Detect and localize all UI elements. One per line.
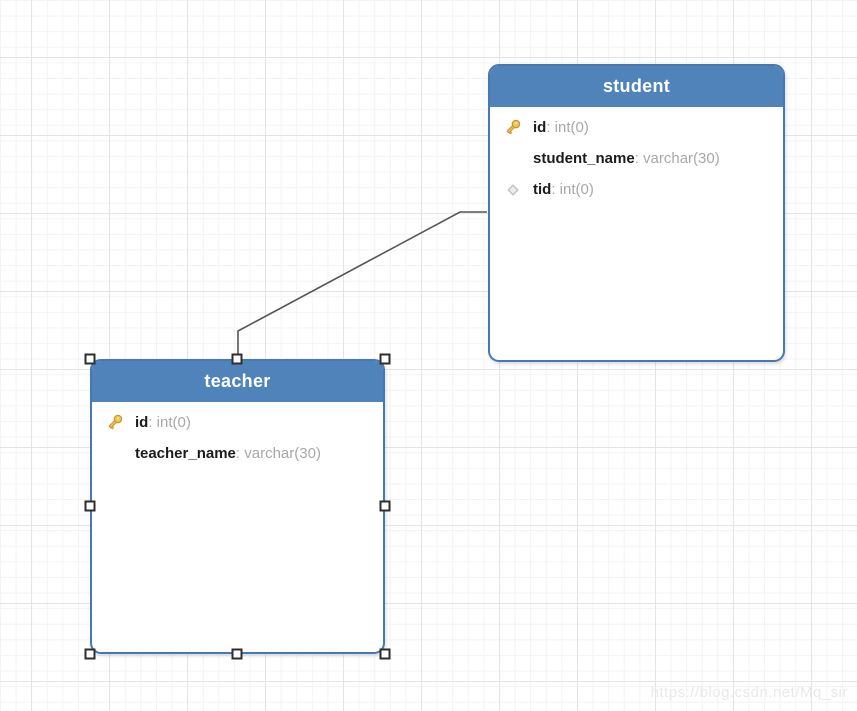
column-row-id[interactable]: id: int(0) (490, 112, 783, 143)
column-type: : int(0) (551, 181, 594, 198)
table-title-teacher[interactable]: teacher (92, 361, 383, 402)
column-name: student_name (533, 150, 635, 167)
primary-key-icon (104, 413, 125, 432)
column-row-tid[interactable]: tid: int(0) (490, 174, 783, 205)
primary-key-icon (502, 118, 523, 137)
selection-handle-bottom-middle[interactable] (231, 648, 243, 660)
table-student[interactable]: student id: int(0) st (488, 64, 785, 362)
relationship-line-teacher-student[interactable] (237, 211, 487, 355)
foreign-key-diamond-icon (502, 183, 523, 197)
column-type: : int(0) (546, 119, 589, 136)
selection-handle-top-middle[interactable] (231, 353, 243, 365)
column-type: : int(0) (148, 414, 191, 431)
column-name: id (533, 119, 547, 136)
table-columns-student: id: int(0) student_name: varchar(30) tid… (490, 107, 783, 205)
watermark-text: https://blog.csdn.net/Mq_sir (650, 684, 848, 701)
selection-handle-middle-right[interactable] (379, 500, 391, 512)
column-name: tid (533, 181, 552, 198)
column-type: : varchar(30) (634, 150, 720, 167)
column-row-id[interactable]: id: int(0) (92, 407, 383, 438)
table-columns-teacher: id: int(0) teacher_name: varchar(30) (92, 402, 383, 469)
column-name: teacher_name (135, 445, 236, 462)
selection-handle-top-left[interactable] (84, 353, 96, 365)
column-row-student-name[interactable]: student_name: varchar(30) (490, 143, 783, 174)
selection-handle-top-right[interactable] (379, 353, 391, 365)
table-teacher[interactable]: teacher id: int(0) te (90, 359, 385, 654)
column-row-teacher-name[interactable]: teacher_name: varchar(30) (92, 438, 383, 469)
table-title-student[interactable]: student (490, 66, 783, 107)
column-name: id (135, 414, 149, 431)
column-type: : varchar(30) (235, 445, 321, 462)
selection-handle-bottom-right[interactable] (379, 648, 391, 660)
selection-handle-middle-left[interactable] (84, 500, 96, 512)
selection-handle-bottom-left[interactable] (84, 648, 96, 660)
